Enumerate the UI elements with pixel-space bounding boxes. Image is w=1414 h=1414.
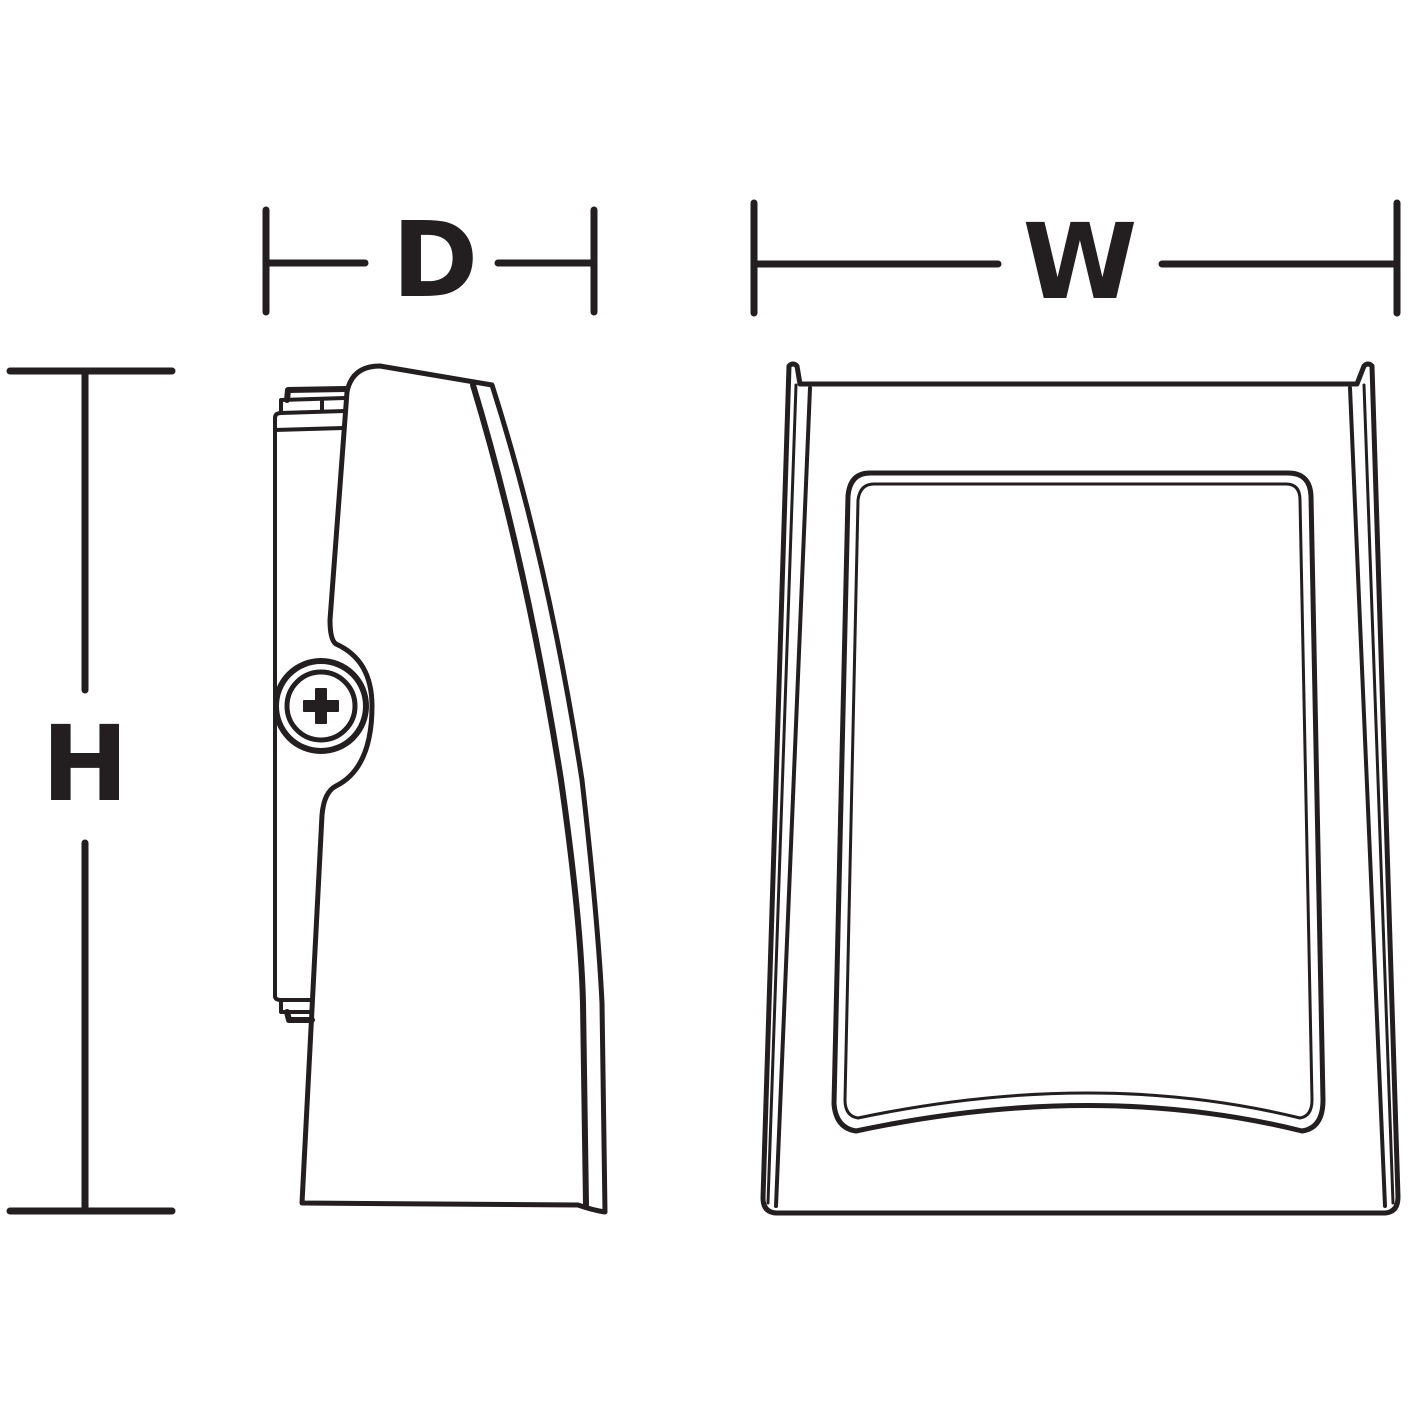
depth-label: D [391, 199, 479, 321]
lens-edge [470, 382, 589, 1208]
lens-window [831, 470, 1326, 1134]
housing-body [299, 363, 608, 1215]
front-view [760, 361, 1401, 1216]
lens-window-inner [843, 482, 1314, 1120]
height-label: H [41, 703, 129, 825]
height-dimension-line [6, 367, 176, 1215]
side-view [273, 363, 608, 1215]
width-label: W [1022, 201, 1138, 323]
depth-dimension-line [262, 206, 598, 316]
mounting-screw-icon [273, 658, 369, 754]
width-dimension-line [750, 199, 1401, 317]
front-housing-outline [760, 361, 1401, 1216]
